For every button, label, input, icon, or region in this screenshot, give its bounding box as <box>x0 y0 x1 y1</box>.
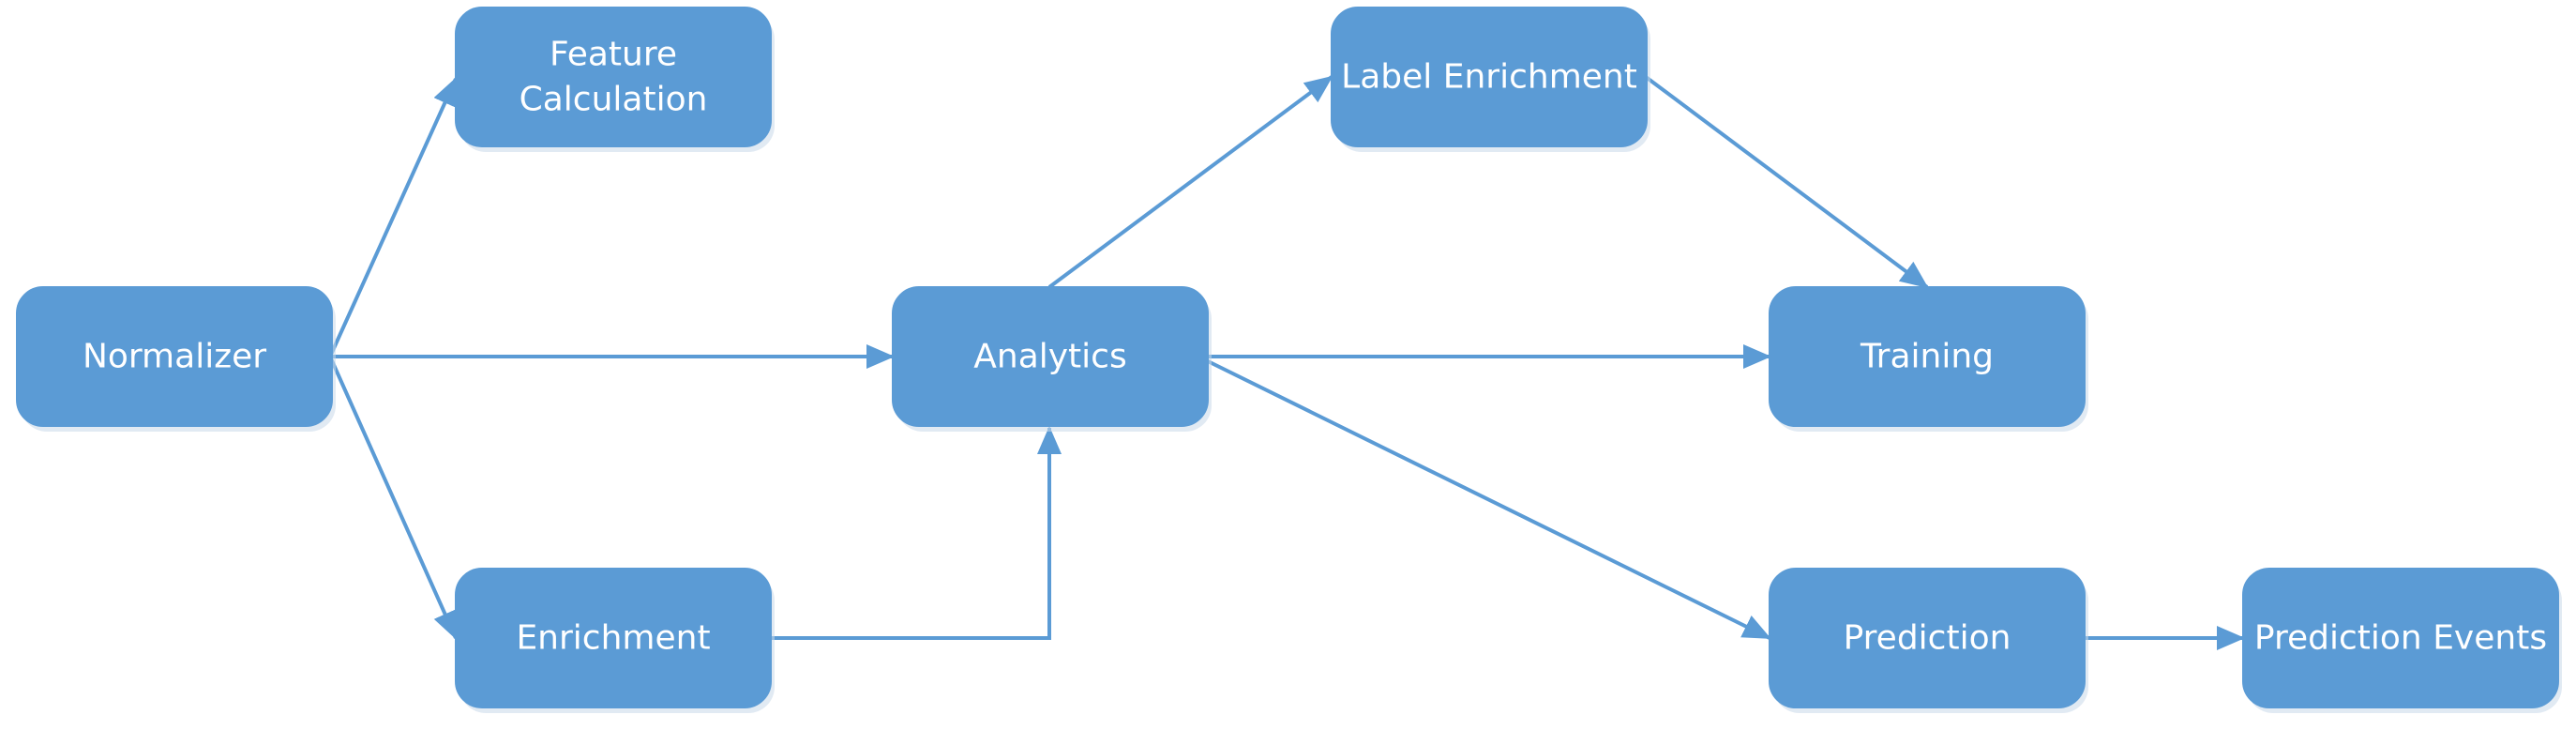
node-label-enrichment: Enrichment <box>516 619 710 658</box>
node-box <box>455 568 772 708</box>
edge-normalizer-to-enrichment <box>328 356 458 640</box>
node-label-enrichment[interactable]: Label Enrichment <box>1331 7 1650 152</box>
node-label-label-enrichment: Label Enrichment <box>1341 58 1637 97</box>
node-enrichment[interactable]: Enrichment <box>455 568 775 713</box>
edge-label-enrichment-to-training <box>1644 75 1929 289</box>
node-box <box>892 286 1209 427</box>
node-label-prediction-events: Prediction Events <box>2254 619 2547 658</box>
node-box <box>455 7 772 147</box>
node-box <box>1769 568 2086 708</box>
node-label-feature-calculation-line-2: Calculation <box>520 81 708 119</box>
edge-enrichment-to-analytics <box>771 426 1062 640</box>
node-training[interactable]: Training <box>1769 286 2088 432</box>
edge-analytics-to-prediction <box>1205 358 1771 640</box>
node-prediction[interactable]: Prediction <box>1769 568 2088 713</box>
node-box <box>1331 7 1648 147</box>
edge-analytics-to-label-enrichment <box>1047 75 1333 289</box>
node-normalizer[interactable]: Normalizer <box>16 286 336 432</box>
node-box <box>1769 286 2086 427</box>
node-box <box>16 286 333 427</box>
node-label-analytics: Analytics <box>973 338 1126 376</box>
node-prediction-events[interactable]: Prediction Events <box>2242 568 2562 713</box>
edge-normalizer-to-feature-calculation <box>328 77 458 357</box>
node-label-training: Training <box>1860 338 1994 376</box>
edges-layer <box>328 75 2245 650</box>
node-label-feature-calculation-line-1: Feature <box>550 36 677 74</box>
node-label-normalizer: Normalizer <box>83 338 266 376</box>
node-analytics[interactable]: Analytics <box>892 286 1212 432</box>
node-label-prediction: Prediction <box>1844 619 2011 658</box>
node-box <box>2242 568 2559 708</box>
